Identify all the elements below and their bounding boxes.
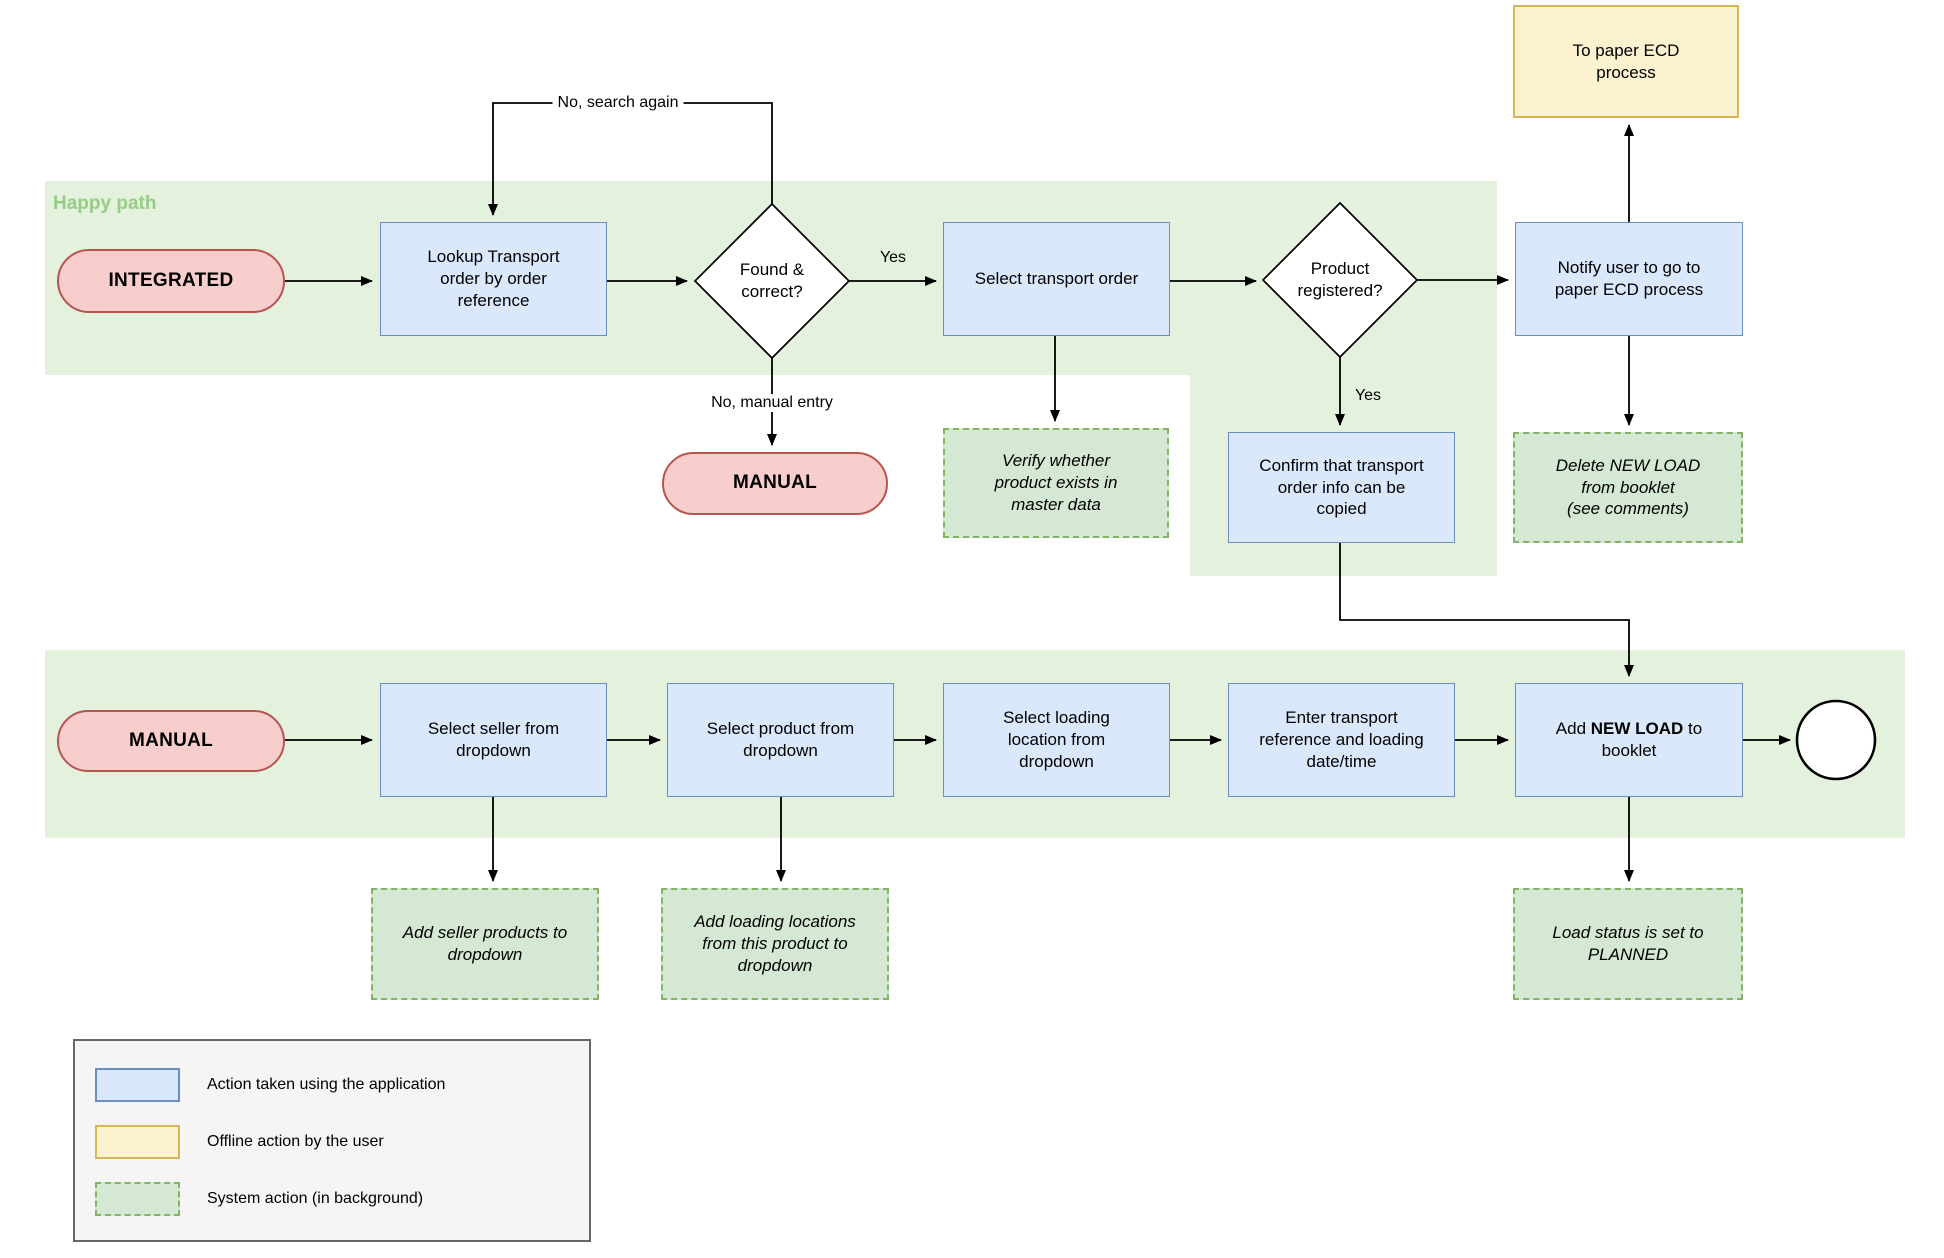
decision-found-correct-shape	[693, 202, 851, 360]
edge-label-yes-found: Yes	[879, 249, 907, 266]
edge-label-yes-registered: Yes	[1354, 387, 1382, 404]
legend-swatch-green	[95, 1182, 180, 1216]
decision-found-correct-label: Found & correct?	[739, 260, 805, 301]
edge-label-no-search-again: No, search again	[552, 94, 684, 112]
step-select-transport-order: Select transport order	[943, 222, 1170, 336]
step-enter-transport-reference: Enter transport reference and loading da…	[1228, 683, 1455, 797]
system-load-status-planned: Load status is set to PLANNED	[1513, 888, 1743, 1000]
happy-path-band-label: Happy path	[53, 193, 157, 214]
decision-product-registered-shape	[1261, 201, 1419, 359]
edge-confirm-to-addload	[1339, 543, 1634, 677]
decision-product-registered-label: Product registered?	[1297, 259, 1383, 300]
end-node	[1795, 699, 1877, 781]
start-node-manual: MANUAL	[57, 710, 285, 772]
step-select-product: Select product from dropdown	[667, 683, 894, 797]
system-delete-new-load: Delete NEW LOAD from booklet (see commen…	[1513, 432, 1743, 543]
step-add-new-load: Add NEW LOAD to booklet	[1515, 683, 1743, 797]
step-lookup-transport-order: Lookup Transport order by order referenc…	[380, 222, 607, 336]
legend-label: Action taken using the application	[207, 1076, 446, 1093]
legend-label: Offline action by the user	[207, 1133, 384, 1150]
add-new-load-text: Add NEW LOAD to booklet	[1555, 719, 1703, 760]
step-confirm-transport-copy: Confirm that transport order info can be…	[1228, 432, 1455, 543]
system-verify-product-exists: Verify whether product exists in master …	[943, 428, 1169, 538]
offline-step-to-paper-ecd: To paper ECD process	[1513, 5, 1739, 118]
legend-swatch-blue	[95, 1068, 180, 1102]
legend-row-application-action: Action taken using the application	[95, 1068, 445, 1102]
step-notify-user-paper-ecd: Notify user to go to paper ECD process	[1515, 222, 1743, 336]
connectors	[284, 102, 1791, 882]
legend-row-system-action: System action (in background)	[95, 1182, 423, 1216]
system-add-seller-products: Add seller products to dropdown	[371, 888, 599, 1000]
legend-swatch-yellow	[95, 1125, 180, 1159]
start-node-integrated: INTEGRATED	[57, 249, 285, 313]
edge-label-no-manual-entry: No, manual entry	[706, 394, 838, 412]
node-manual-entry: MANUAL	[662, 452, 888, 515]
step-select-loading-location: Select loading location from dropdown	[943, 683, 1170, 797]
legend: Action taken using the application Offli…	[73, 1039, 591, 1242]
legend-label: System action (in background)	[207, 1190, 424, 1207]
system-add-loading-locations: Add loading locations from this product …	[661, 888, 889, 1000]
edge-found-no-loop	[488, 102, 773, 216]
legend-row-offline-action: Offline action by the user	[95, 1125, 384, 1159]
step-select-seller: Select seller from dropdown	[380, 683, 607, 797]
